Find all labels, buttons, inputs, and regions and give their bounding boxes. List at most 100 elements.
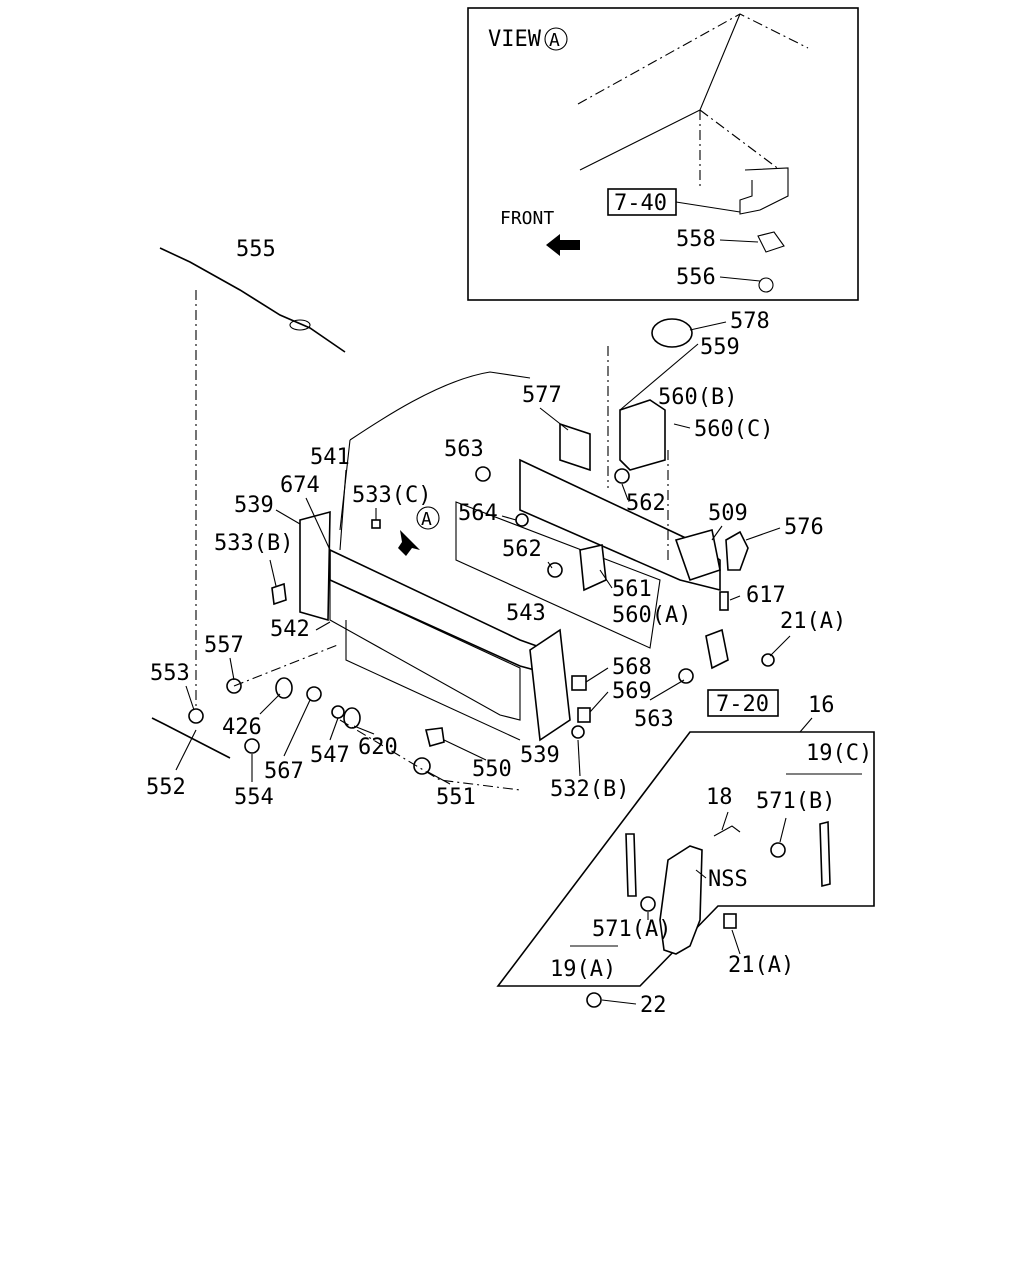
part-617: [719, 591, 729, 611]
ref-box-7-20-label: 7-20: [716, 692, 769, 717]
rear-panel: [455, 318, 775, 684]
label-563-lower: 563: [634, 707, 674, 732]
subassembly-16-frame: [496, 731, 875, 987]
leader-561: [599, 569, 613, 589]
leader-563-lower: [649, 679, 685, 701]
label-560c: 560(C): [694, 417, 773, 442]
bolt-563-upper: [475, 466, 491, 482]
label-617: 617: [746, 583, 786, 608]
label-560a: 560(A): [612, 603, 691, 628]
leader-552: [175, 729, 197, 771]
label-560b: 560(B): [658, 385, 737, 410]
part-554: [244, 738, 260, 754]
clip-21a-upper: [761, 653, 775, 667]
label-562-upper: 562: [626, 491, 666, 516]
leader-nss: [695, 869, 707, 879]
label-563-upper: 563: [444, 437, 484, 462]
part-571a: [640, 896, 656, 912]
cable-555: 555: [159, 237, 346, 710]
leader-558: [719, 239, 759, 243]
leader-562-lower: [547, 561, 553, 569]
leader-16: [799, 717, 813, 733]
inset-title-circle: [544, 27, 568, 51]
part-577: [559, 422, 591, 472]
inset-title-circle-letter: A: [549, 30, 560, 51]
label-19a: 19(A): [550, 957, 616, 982]
part-620: [343, 707, 361, 729]
label-533c: 533(C): [352, 483, 431, 508]
leader-547: [329, 717, 339, 741]
strip-19a: [625, 833, 637, 897]
part-532b: [571, 725, 585, 739]
part-550: [425, 727, 445, 747]
leader-21a-lower: [731, 929, 741, 955]
leader-620: [353, 725, 375, 735]
view-a-inset: VIEW A 7-40 FRONT 558 556: [467, 7, 859, 301]
leader-556: [719, 276, 761, 282]
label-568: 568: [612, 655, 652, 680]
leader-577: [539, 407, 569, 431]
label-559: 559: [700, 335, 740, 360]
label-567: 567: [264, 759, 304, 784]
leader-21a-upper: [769, 635, 791, 657]
part-569: [577, 707, 591, 723]
part-567: [306, 686, 322, 702]
label-556: 556: [676, 265, 716, 290]
ref-box-7-20[interactable]: [707, 689, 779, 717]
leader-569: [589, 691, 609, 713]
leader-533b: [269, 559, 277, 587]
leader-568: [585, 667, 609, 683]
clip-533c: [371, 519, 381, 529]
leader-550: [443, 739, 487, 761]
label-569: 569: [612, 679, 652, 704]
label-543: 543: [506, 601, 546, 626]
inset-title: VIEW: [488, 27, 542, 52]
part-578: [651, 318, 693, 348]
label-21a-upper: 21(A): [780, 609, 846, 634]
label-533b: 533(B): [214, 531, 293, 556]
bolt-563-lower: [678, 668, 694, 684]
label-555: 555: [236, 237, 276, 262]
part-426: [275, 677, 293, 699]
cable-555-line: [159, 247, 346, 353]
label-22: 22: [640, 993, 667, 1018]
label-564: 564: [458, 501, 498, 526]
leader-564: [501, 515, 517, 521]
bracket-7-20: [705, 628, 729, 670]
leader-578: [689, 321, 727, 331]
part-547: [331, 705, 345, 719]
label-562-lower: 562: [502, 537, 542, 562]
label-558: 558: [676, 227, 716, 252]
label-547: 547: [310, 743, 350, 768]
leader-22: [601, 999, 637, 1005]
leader-557: [229, 657, 235, 681]
part-561: [579, 544, 607, 592]
ref-box-7-40-label: 7-40: [614, 191, 667, 216]
front-label: FRONT: [500, 208, 554, 229]
leader-532b: [577, 739, 581, 777]
label-557: 557: [204, 633, 244, 658]
label-539-left: 539: [234, 493, 274, 518]
label-674: 674: [280, 473, 320, 498]
label-539-right: 539: [520, 743, 560, 768]
leader-553: [185, 685, 195, 711]
front-grille: A: [151, 506, 591, 791]
leader-559: [619, 343, 699, 411]
label-576: 576: [784, 515, 824, 540]
label-571a: 571(A): [592, 917, 671, 942]
leader-7-40: [675, 201, 741, 213]
side-bracket-539-right: [529, 628, 571, 742]
label-553: 553: [150, 661, 190, 686]
label-21a-lower: 21(A): [728, 953, 794, 978]
label-16: 16: [808, 693, 835, 718]
cab-outline-top: [349, 371, 531, 441]
part-21a-lower: [723, 913, 737, 929]
label-542: 542: [270, 617, 310, 642]
clip-533b: [271, 582, 287, 606]
rod-552: [151, 717, 231, 759]
main-view-circle: [416, 506, 440, 530]
part-556-icon: [758, 277, 774, 293]
leader-lines: [175, 321, 813, 1005]
view-arrow-icon: [398, 530, 420, 556]
part-553: [188, 708, 204, 724]
